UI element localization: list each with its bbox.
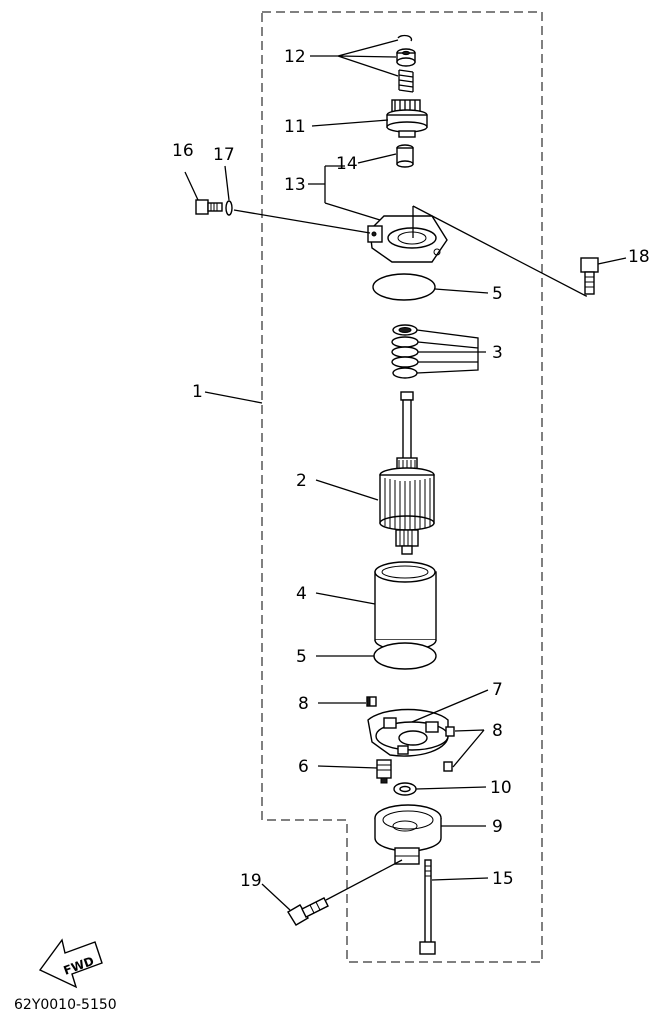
part-19-bolt xyxy=(287,897,329,926)
callout-15: 15 xyxy=(492,869,514,889)
callout-11: 11 xyxy=(284,117,306,137)
part-9-rear-cover xyxy=(374,804,442,865)
callout-5-upper: 5 xyxy=(492,284,503,304)
part-2-armature xyxy=(379,391,435,555)
drawing-code: 62Y0010-5150 xyxy=(14,997,117,1013)
callout-7: 7 xyxy=(492,680,503,700)
callout-8-left: 8 xyxy=(298,694,309,714)
callout-9: 9 xyxy=(492,817,503,837)
assembly-boundary xyxy=(261,11,543,963)
callout-2: 2 xyxy=(296,471,307,491)
part-6-terminal xyxy=(376,759,392,784)
part-8-brush-upper-left xyxy=(366,696,377,707)
callout-1: 1 xyxy=(192,382,203,402)
part-17-washer xyxy=(225,200,233,216)
part-13-front-bracket xyxy=(367,215,448,263)
callout-3: 3 xyxy=(492,343,503,363)
part-15-through-bolt xyxy=(419,859,436,955)
part-5-o-ring-lower xyxy=(373,642,437,670)
callout-4: 4 xyxy=(296,584,307,604)
callout-17: 17 xyxy=(213,145,235,165)
part-16-bolt xyxy=(195,199,223,215)
callout-19: 19 xyxy=(240,871,262,891)
callout-6: 6 xyxy=(298,757,309,777)
callout-12: 12 xyxy=(284,47,306,67)
callout-5-lower: 5 xyxy=(296,647,307,667)
part-7-brush-holder xyxy=(367,708,449,757)
callout-10: 10 xyxy=(490,778,512,798)
callout-14: 14 xyxy=(336,154,358,174)
part-5-o-ring-upper xyxy=(372,273,436,301)
callout-13: 13 xyxy=(284,175,306,195)
callout-18: 18 xyxy=(628,247,650,267)
part-11-pinion xyxy=(386,99,428,138)
callout-8-right: 8 xyxy=(492,721,503,741)
leader-lines xyxy=(184,39,627,911)
part-10-washer xyxy=(393,782,417,796)
callout-16: 16 xyxy=(172,141,194,161)
part-14-bushing xyxy=(396,144,414,168)
part-18-bolt xyxy=(580,257,599,295)
part-3-washer-set xyxy=(391,324,419,379)
part-12-stopper-set xyxy=(396,34,416,93)
fwd-arrow-icon: FWD xyxy=(38,938,103,989)
part-8-brush-right xyxy=(443,726,455,772)
part-4-yoke xyxy=(374,561,437,651)
